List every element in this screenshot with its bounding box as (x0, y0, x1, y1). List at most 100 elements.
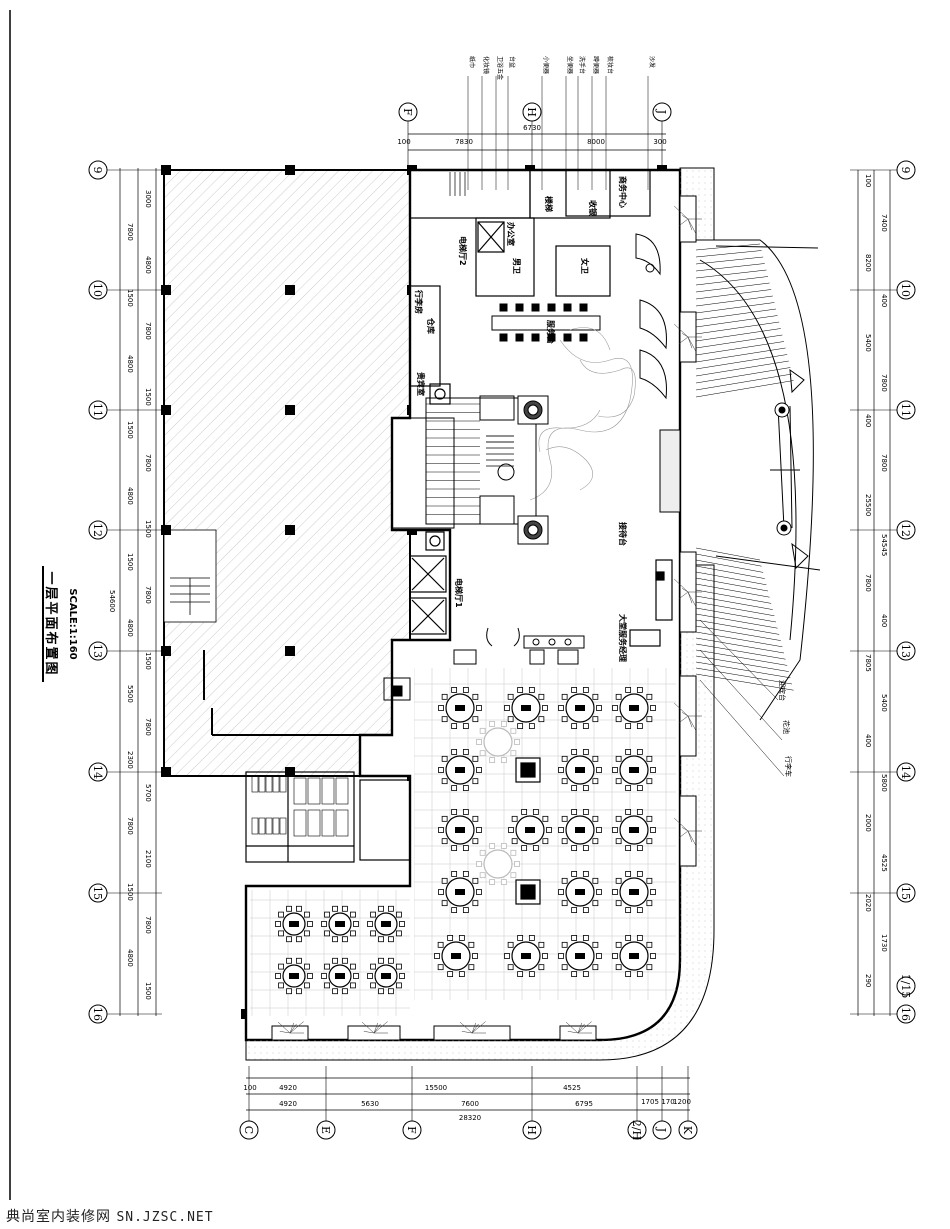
round-table (476, 843, 520, 885)
axis-bubble-bottom-3: H (522, 1120, 542, 1140)
axis-bubble-11: 11 (88, 400, 108, 420)
label-stairs: 楼梯 (544, 196, 554, 212)
axis-bubble-right-extra: 1/15 (896, 974, 916, 998)
bar-stool (515, 333, 524, 342)
round-table (612, 809, 656, 851)
dim-top-1: 7830 (455, 138, 473, 146)
dim-left-5: 4800 (126, 355, 134, 373)
bar-stool (515, 303, 524, 312)
bottom-dimension-chain (246, 1077, 690, 1111)
legend-top-item: 沙发 (648, 56, 656, 68)
dim-right-12: 7805 (864, 654, 872, 672)
svg-text:15: 15 (899, 886, 912, 900)
dim-left-19: 7800 (126, 817, 134, 835)
dim-bottom-1-0: 100 (243, 1084, 256, 1092)
svg-text:11: 11 (899, 403, 912, 417)
label-women-wc: 女卫 (580, 258, 590, 274)
svg-text:12: 12 (91, 523, 104, 537)
dim-right-3: 400 (880, 294, 888, 307)
right-dimension-labels: 1007400820040054007800400780025500545457… (864, 174, 888, 987)
dim-left-7: 1500 (126, 421, 134, 439)
reception-desk (629, 559, 673, 647)
dim-left-15: 5500 (126, 685, 134, 703)
axis-bubble-9: 9 (88, 160, 108, 180)
legend-right-item: 花池 (782, 720, 791, 734)
dim-right-7: 7800 (880, 454, 888, 472)
column-10 (285, 525, 295, 535)
dim-right-8: 25500 (864, 494, 872, 516)
planter-plants (277, 205, 702, 1034)
axis-bubble-14: 14 (88, 762, 108, 782)
watermark: 典尚室内装修网 SN.JZSC.NET (6, 1206, 214, 1226)
legend-top-item: 卫浴五金 (496, 56, 504, 80)
axis-bubble-12: 12 (88, 520, 108, 540)
dim-left-9: 4800 (126, 487, 134, 505)
stair-top (449, 172, 466, 196)
round-table (275, 957, 313, 995)
round-table (612, 935, 656, 977)
lobby-carpet-pattern (529, 327, 636, 501)
axis-bubble-right-13: 13 (896, 641, 916, 661)
svg-text:H: H (525, 107, 538, 117)
drawing-title: 一层平面布置图 (42, 566, 62, 682)
label-reception: 接待台 (618, 522, 628, 546)
legend-top-item: 洗手台 (578, 56, 586, 74)
bar-stool (531, 333, 540, 342)
dim-right-14: 400 (864, 734, 872, 747)
dim-top-3: 8000 (587, 138, 605, 146)
lobby-sofas (635, 233, 667, 400)
dim-left-1: 7800 (126, 223, 134, 241)
dim-right-1: 7400 (880, 214, 888, 232)
dim-left-total: 54600 (108, 590, 116, 612)
dim-left-12: 7800 (144, 586, 152, 604)
axis-bubble-right-9: 9 (896, 160, 916, 180)
axis-bubble-10: 10 (88, 280, 108, 300)
bar-stool (547, 333, 556, 342)
dim-left-23: 4800 (126, 949, 134, 967)
round-table (504, 687, 548, 729)
top-dimension-chain (408, 133, 666, 151)
round-table (558, 871, 602, 913)
axis-bubble-bottom-5: J (652, 1120, 672, 1140)
dim-right-9: 54545 (880, 534, 888, 556)
svg-text:13: 13 (899, 644, 912, 658)
svg-text:H: H (525, 1125, 538, 1135)
round-table (558, 687, 602, 729)
axis-bubble-bottom-0: C (239, 1120, 259, 1140)
svg-text:E: E (319, 1126, 332, 1134)
round-table (558, 749, 602, 791)
dim-left-21: 1500 (126, 883, 134, 901)
legend-top-item: 化妆镜 (482, 56, 490, 74)
dim-left-0: 3000 (144, 190, 152, 208)
svg-text:F: F (405, 1126, 418, 1134)
elevator-bank (409, 531, 447, 635)
axis-bubble-right-15: 15 (896, 883, 916, 903)
legend-top-item: 蹲便器 (592, 56, 600, 74)
legend-right-item: 迎宾台 (778, 680, 787, 701)
dim-right-11: 400 (880, 614, 888, 627)
watermark-url: SN.JZSC.NET (116, 1210, 214, 1225)
dim-top-0: 100 (397, 138, 410, 146)
dim-bottom-1-5: 170 (661, 1098, 674, 1106)
column-1 (285, 165, 295, 175)
dim-right-4: 5400 (864, 334, 872, 352)
dim-right-10: 7800 (864, 574, 872, 592)
service-counters (383, 627, 585, 701)
service-block (409, 169, 651, 405)
svg-text:J: J (655, 109, 668, 114)
bar-stool (563, 303, 572, 312)
dim-bottom-2-3: 6795 (575, 1100, 593, 1108)
round-columns (517, 395, 549, 545)
bar-stool (547, 303, 556, 312)
dim-bottom-2-1: 5630 (361, 1100, 379, 1108)
axis-bubble-top-H: H (522, 102, 542, 122)
legend-top-item: 台盆 (508, 56, 516, 68)
axis-bubble-bottom-2: F (402, 1120, 422, 1140)
dim-left-22: 7800 (144, 916, 152, 934)
left-dimension-labels: 3000780048001500780048001500150078004800… (108, 190, 152, 1000)
round-table (367, 957, 405, 995)
dim-left-2: 4800 (144, 256, 152, 274)
